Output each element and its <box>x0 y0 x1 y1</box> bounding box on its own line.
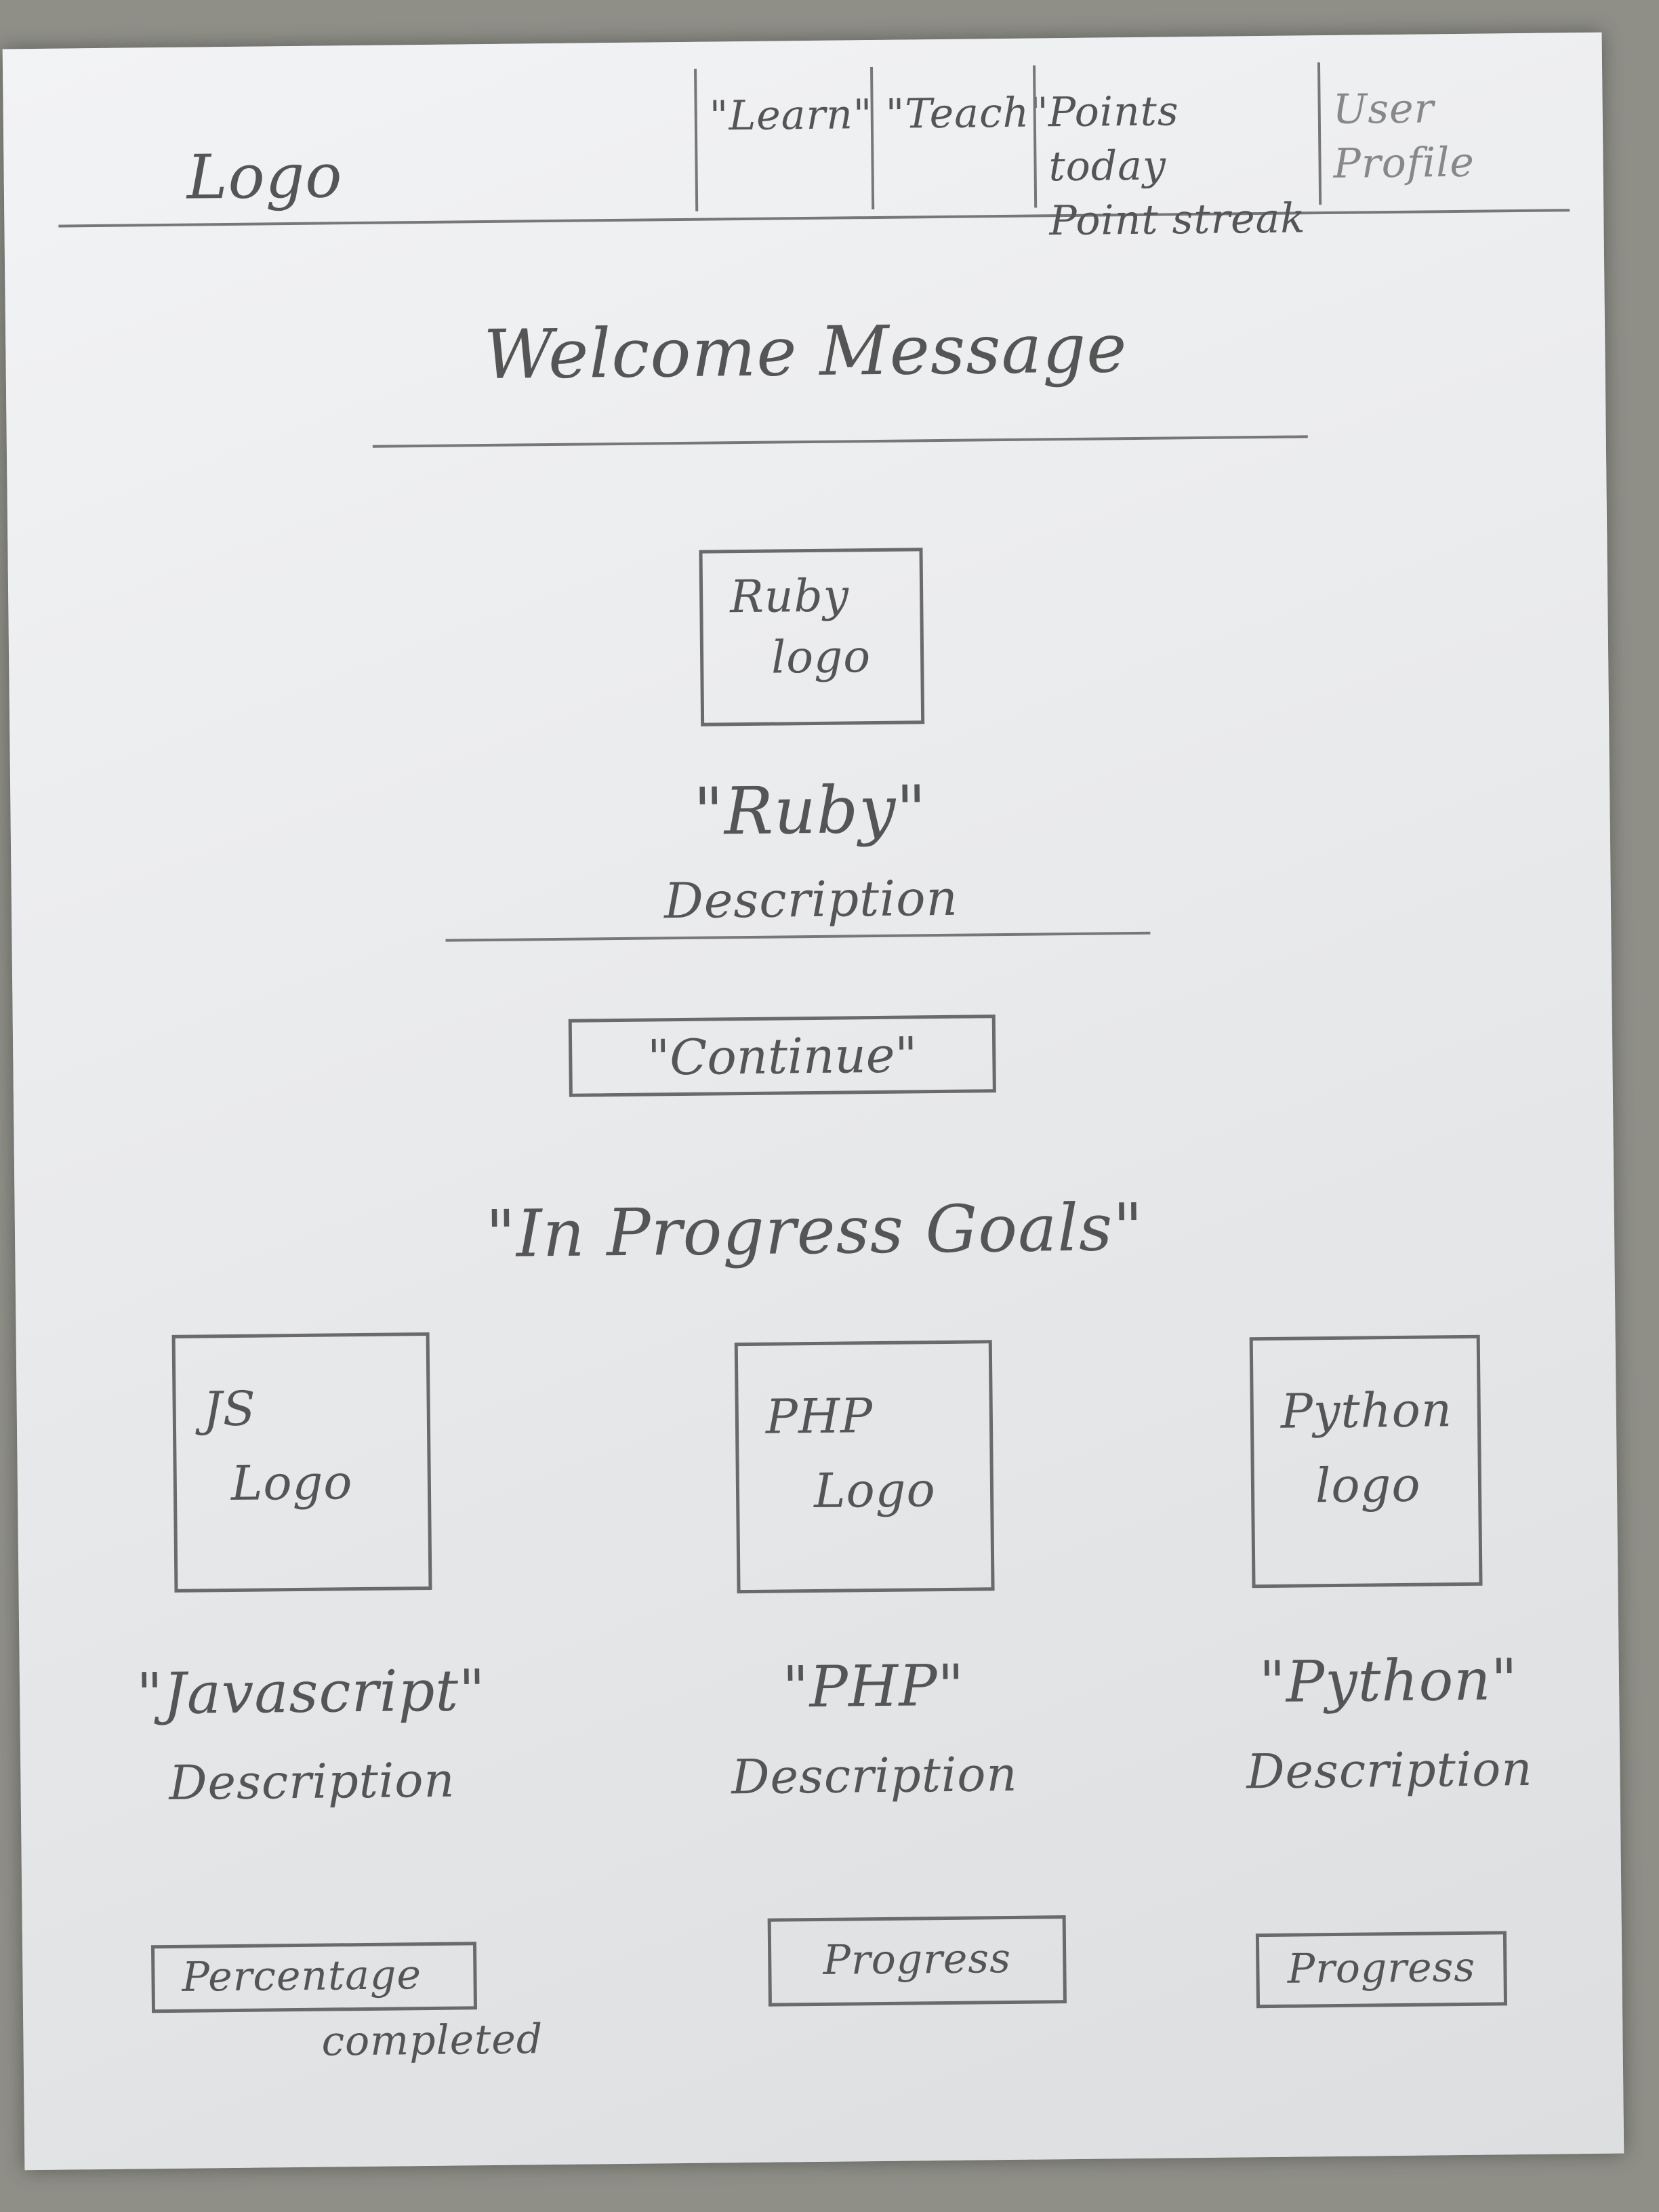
goal-progress-label: Progress <box>823 1935 1012 1984</box>
top-nav-bar: Logo "Learn" "Teach" Points today Point … <box>56 53 1570 245</box>
python-logo-placeholder: Python logo <box>1249 1334 1483 1589</box>
welcome-message: Welcome Message <box>483 308 1128 395</box>
continue-button[interactable]: "Continue" <box>568 1015 996 1097</box>
featured-course-description: Description <box>663 869 959 930</box>
divider <box>372 435 1308 448</box>
nav-teach-label: "Teach" <box>885 89 1050 138</box>
goal-card-javascript[interactable]: JS Logo "Javascript" Description Percent… <box>131 1332 544 2081</box>
js-logo-line2: Logo <box>230 1454 353 1512</box>
in-progress-goals-heading: "In Progress Goals" <box>485 1189 1144 1273</box>
nav-learn[interactable]: "Learn" <box>694 67 873 211</box>
goal-description: Description <box>169 1752 455 1811</box>
goal-card-php[interactable]: PHP Logo "PHP" Description Progress <box>694 1326 1067 2074</box>
goal-progress-label: Progress <box>1287 1943 1476 1993</box>
nav-teach[interactable]: "Teach" <box>870 65 1049 210</box>
logo-placeholder[interactable]: Logo <box>186 140 343 213</box>
divider <box>445 931 1151 942</box>
js-logo-line1: JS <box>203 1380 257 1437</box>
goal-name: "Python" <box>1258 1646 1519 1716</box>
goal-progress-label: Percentage <box>182 1951 422 2001</box>
ruby-logo-placeholder: Ruby logo <box>699 548 925 726</box>
points-today-label: Points today <box>1048 87 1179 191</box>
featured-course-name: "Ruby" <box>693 771 928 850</box>
goal-name: "Javascript" <box>136 1657 487 1727</box>
nav-learn-label: "Learn" <box>709 91 873 140</box>
php-logo-line2: Logo <box>813 1462 937 1519</box>
goal-progress-bar[interactable]: Progress <box>1255 1931 1508 2009</box>
ruby-logo-line1: Ruby <box>729 569 850 623</box>
python-logo-line1: Python <box>1280 1382 1453 1439</box>
goal-progress-bar[interactable]: Percentage <box>150 1942 478 2013</box>
goal-description: Description <box>1246 1740 1533 1800</box>
goal-card-python[interactable]: Python logo "Python" Description Progres… <box>1208 1320 1568 2069</box>
js-logo-placeholder: JS Logo <box>171 1332 432 1593</box>
user-profile-label: User Profile <box>1332 85 1475 188</box>
ruby-logo-line2: logo <box>771 630 872 684</box>
point-streak-label: Point streak <box>1049 194 1307 245</box>
points-summary: Points today Point streak <box>1033 62 1319 245</box>
goal-progress-note: completed <box>321 2015 544 2066</box>
goal-name: "PHP" <box>782 1652 965 1721</box>
paper-sketch: Logo "Learn" "Teach" Points today Point … <box>2 32 1624 2171</box>
goal-description: Description <box>731 1746 1018 1805</box>
nav-user-profile[interactable]: User Profile <box>1317 60 1570 205</box>
python-logo-line2: logo <box>1315 1456 1421 1514</box>
php-logo-placeholder: PHP Logo <box>734 1340 995 1594</box>
php-logo-line1: PHP <box>765 1388 874 1445</box>
goal-progress-bar[interactable]: Progress <box>767 1915 1067 2007</box>
